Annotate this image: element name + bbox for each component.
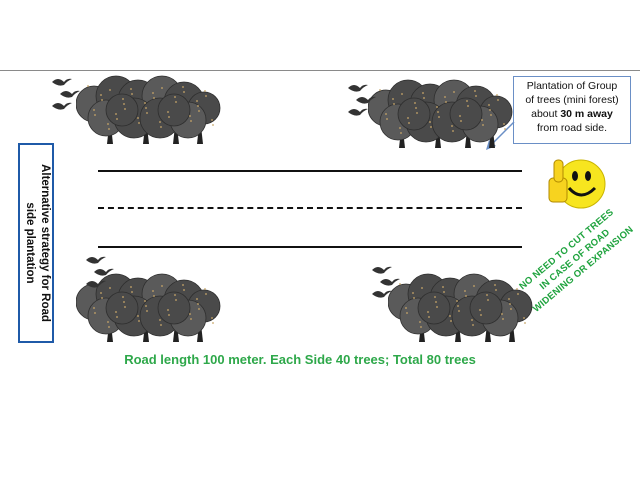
horizon-line: [0, 70, 640, 71]
callout-line2: of trees (mini forest): [525, 94, 619, 106]
road-center-line: [98, 207, 522, 209]
bird-icon: [348, 84, 376, 116]
side-label-line1: Alternative strategy for Road: [39, 164, 51, 322]
callout-line1: Plantation of Group: [526, 80, 618, 92]
callout-line3: about 30 m away: [514, 107, 630, 121]
callout-line3-pre: about: [531, 108, 561, 120]
tree-cluster-icon: [388, 273, 533, 342]
side-label-text: Alternative strategy for Road side plant…: [20, 147, 52, 339]
callout-line3-bold: 30 m away: [560, 108, 613, 120]
side-label-line2: side plantation: [24, 202, 36, 284]
bird-icon: [52, 78, 80, 110]
thumbs-up-smiley-icon: [548, 159, 606, 209]
bird-icon: [86, 256, 114, 288]
tree-cluster-icon: [76, 75, 221, 144]
bird-icon: [372, 266, 400, 298]
tree-cluster-icon: [76, 273, 221, 342]
side-label-box: Alternative strategy for Road side plant…: [18, 143, 54, 343]
callout-line4: from road side.: [536, 122, 608, 134]
callout-box: Plantation of Group of trees (mini fores…: [513, 76, 631, 144]
bottom-caption: Road length 100 meter. Each Side 40 tree…: [124, 352, 476, 367]
road-edge-top: [98, 170, 522, 172]
tree-cluster-icon: [368, 79, 513, 148]
road-edge-bottom: [98, 246, 522, 248]
